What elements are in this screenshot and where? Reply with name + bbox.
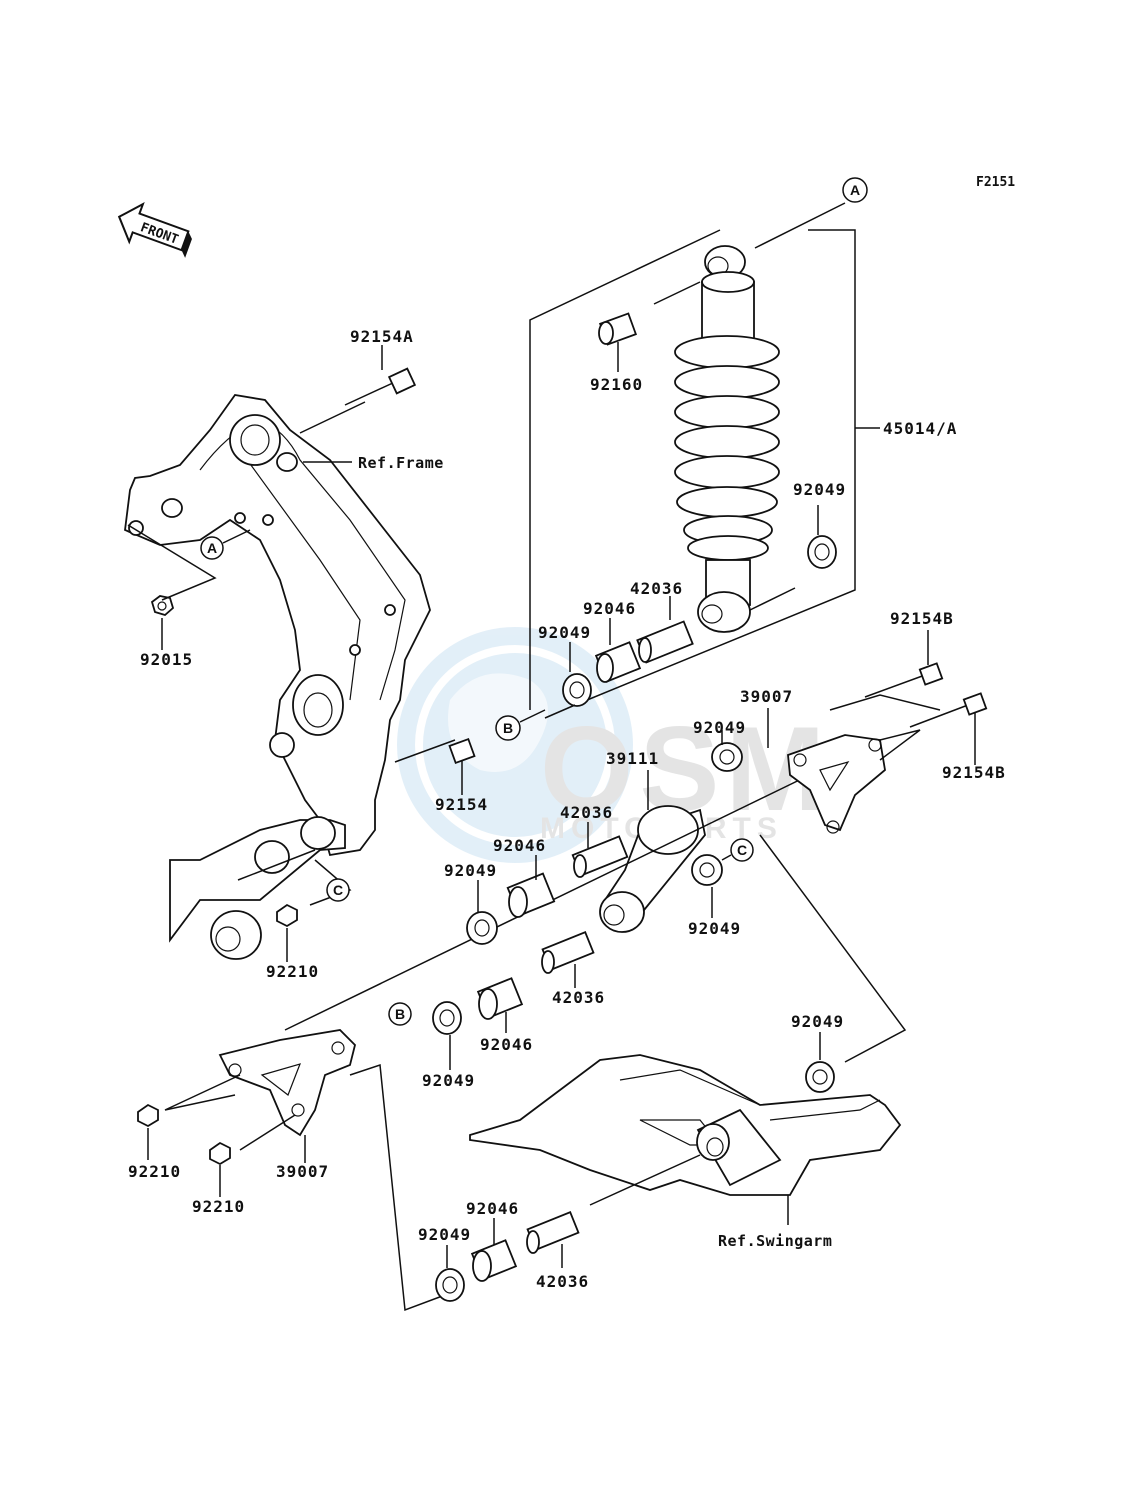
label-92049-sw: 92049 — [791, 1012, 844, 1031]
washer-92049-mid — [466, 880, 498, 945]
label-39007-right: 39007 — [740, 687, 793, 706]
svg-text:C: C — [333, 882, 343, 898]
washer-92049-low — [432, 1001, 462, 1070]
sleeve-42036-bot — [526, 1211, 580, 1268]
label-92049-low: 92049 — [422, 1071, 475, 1090]
nut-92210-l2 — [209, 1141, 231, 1166]
shock-assembly — [529, 202, 880, 710]
label-92154B-right: 92154B — [942, 763, 1006, 782]
lower-frame-part — [169, 816, 352, 960]
bolt-92154A — [344, 345, 417, 406]
figure-code: F2151 — [976, 175, 1015, 190]
marker-c-frame: C — [326, 878, 350, 902]
label-42036-mid: 42036 — [560, 803, 613, 822]
swingarm-part — [469, 1054, 902, 1225]
label-92046-low: 92046 — [480, 1035, 533, 1054]
nut-92210-l1 — [137, 1103, 159, 1128]
rocker-39111 — [599, 770, 706, 933]
label-92154: 92154 — [435, 795, 488, 814]
marker-a-top: A — [842, 177, 868, 203]
label-92154B-top: 92154B — [890, 609, 954, 628]
spring-coils — [674, 335, 780, 518]
bolt-92154B-right — [879, 692, 988, 765]
label-92210-top: 92210 — [266, 962, 319, 981]
bracket-39007-right — [767, 708, 886, 834]
washer-92049-bot — [435, 1245, 465, 1302]
label-92210-l1: 92210 — [128, 1162, 181, 1181]
label-42036-top: 42036 — [630, 579, 683, 598]
label-92049-rocker: 92049 — [693, 718, 746, 737]
marker-b-low: B — [388, 1002, 412, 1026]
label-92049-bot: 92049 — [418, 1225, 471, 1244]
bearing-92046-bot — [470, 1218, 518, 1282]
label-42036-low: 42036 — [552, 988, 605, 1007]
label-39007-left: 39007 — [276, 1162, 329, 1181]
label-92015: 92015 — [140, 650, 193, 669]
svg-text:C: C — [737, 842, 747, 858]
svg-text:A: A — [850, 182, 860, 198]
bracket-39007-left — [164, 1029, 356, 1163]
marker-a-frame: A — [200, 529, 251, 560]
bearing-92046-low — [476, 977, 524, 1033]
label-92049-left: 92049 — [538, 623, 591, 642]
sleeve-42036-mid — [571, 822, 629, 878]
label-92154A: 92154A — [350, 327, 414, 346]
nut-92015 — [127, 524, 217, 650]
bolt-92154 — [394, 737, 476, 795]
svg-text:A: A — [207, 540, 217, 556]
label-39111: 39111 — [606, 749, 659, 768]
label-45014A: 45014/A — [883, 419, 957, 438]
label-92049-c: 92049 — [688, 919, 741, 938]
ref-swingarm-label: Ref.Swingarm — [718, 1232, 832, 1250]
frame-part — [124, 394, 431, 857]
label-42036-bot: 42036 — [536, 1272, 589, 1291]
bolt-92154B-top — [829, 630, 944, 711]
front-arrow-icon: FRONT — [117, 202, 192, 258]
washer-92049-rocker — [711, 742, 743, 772]
bearing-92046-mid — [506, 855, 556, 918]
ref-frame-label: Ref.Frame — [358, 454, 444, 472]
svg-text:B: B — [395, 1006, 405, 1022]
bushing-92160 — [598, 281, 701, 372]
washer-92049-sw — [805, 1061, 835, 1093]
marker-c-rocker: C — [721, 838, 754, 862]
label-92210-l2: 92210 — [192, 1197, 245, 1216]
sleeve-42036-low — [541, 931, 595, 988]
label-92049-top: 92049 — [793, 480, 846, 499]
label-92046-top: 92046 — [583, 599, 636, 618]
label-92046-mid: 92046 — [493, 836, 546, 855]
label-92160: 92160 — [590, 375, 643, 394]
marker-b-top: B — [495, 709, 546, 741]
washer-92049-c — [691, 854, 723, 918]
label-92046-bot: 92046 — [466, 1199, 519, 1218]
nut-92210-top — [276, 903, 298, 928]
svg-text:B: B — [503, 720, 513, 736]
label-92049-mid: 92049 — [444, 861, 497, 880]
